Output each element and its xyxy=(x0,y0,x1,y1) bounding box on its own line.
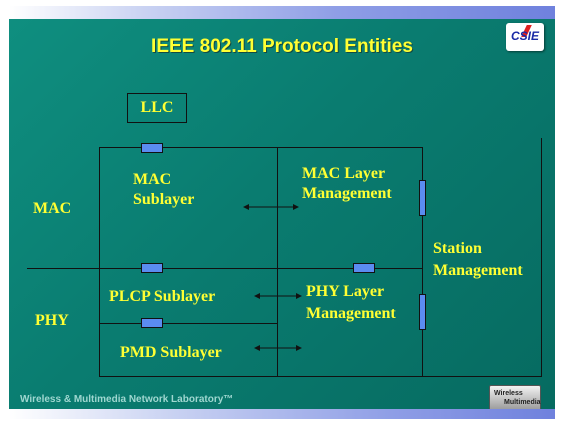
mac-station-connector xyxy=(419,180,426,216)
pmd-sublayer-label: PMD Sublayer xyxy=(120,344,222,361)
mgmt-sap-connector xyxy=(353,263,375,273)
mac-mgmt-label-line1: MAC Layer xyxy=(302,165,386,182)
pmd-mgmt-arrow xyxy=(254,345,302,351)
llc-mac-sap-connector xyxy=(141,143,163,153)
llc-label: LLC xyxy=(140,99,174,116)
phy-mgmt-label-line2: Management xyxy=(306,305,396,322)
phy-station-connector xyxy=(419,294,426,330)
diagram-bottom xyxy=(99,376,542,377)
mac-sublayer-label-line2: Sublayer xyxy=(133,191,195,208)
plcp-mgmt-arrow xyxy=(254,293,302,299)
management-divider xyxy=(422,147,423,377)
mac-phy-boundary xyxy=(27,268,422,269)
llc-box: LLC xyxy=(127,93,187,123)
slide: IEEE 802.11 Protocol Entities CSIE LLC M… xyxy=(9,6,555,419)
mac-sublayer-label-line1: MAC xyxy=(133,171,172,188)
phy-box-left xyxy=(99,268,100,377)
plcp-pmd-divider xyxy=(99,323,277,324)
lab-footer: Wireless & Multimedia Network Laboratory… xyxy=(20,394,234,405)
mac-mgmt-arrow xyxy=(243,204,299,210)
station-right-border xyxy=(541,138,542,377)
mac-box-left xyxy=(99,147,100,268)
center-divider xyxy=(277,147,278,377)
phy-label: PHY xyxy=(35,312,69,329)
bottom-accent-bar xyxy=(9,409,555,419)
mac-phy-sap-connector xyxy=(141,263,163,273)
mac-mgmt-label-line2: Management xyxy=(302,185,392,202)
plcp-pmd-sap-connector xyxy=(141,318,163,328)
plcp-sublayer-label: PLCP Sublayer xyxy=(109,288,216,305)
station-mgmt-label-line2: Management xyxy=(433,262,523,279)
phy-mgmt-label-line1: PHY Layer xyxy=(306,283,385,300)
csie-logo: CSIE xyxy=(506,23,544,51)
wireless-multimedia-logo-text: Wireless Multimedia xyxy=(494,390,541,406)
mac-box-top xyxy=(99,147,422,148)
logo-text: CSIE xyxy=(510,29,539,43)
station-mgmt-label-line1: Station xyxy=(433,240,482,257)
wireless-multimedia-logo: Wireless Multimedia xyxy=(489,385,541,411)
slide-title: IEEE 802.11 Protocol Entities xyxy=(151,36,413,57)
top-accent-bar xyxy=(9,6,555,19)
mac-label: MAC xyxy=(33,200,72,217)
